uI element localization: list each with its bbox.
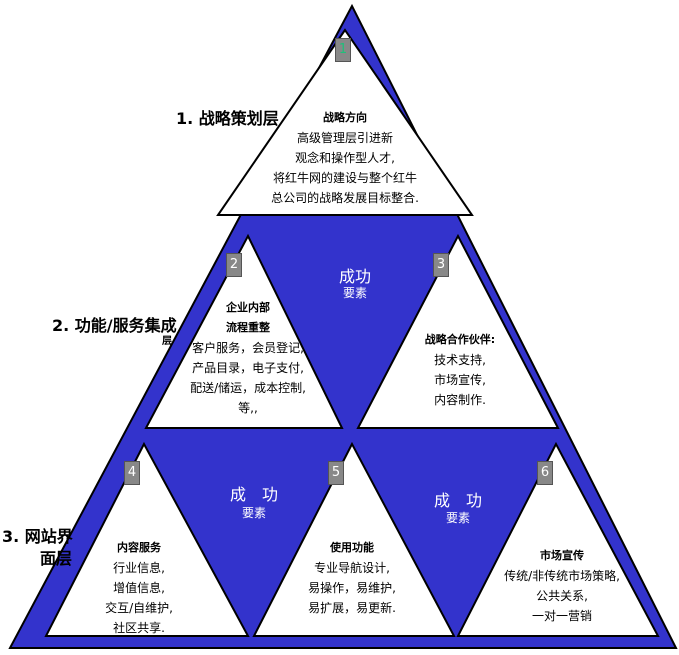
layer-label-2: 2. 功能/服务集成 xyxy=(52,316,177,335)
success-label-1: 成功 xyxy=(338,267,371,286)
block-1-text: 战略方向 高级管理层引进新 观念和操作型人才, 将红牛网的建设与整个红牛 总公司… xyxy=(270,108,420,208)
block-4-line-1: 行业信息, xyxy=(113,561,165,575)
block-6-line-3: 一对一营销 xyxy=(531,609,592,623)
layer-label-2-cont: 层 xyxy=(162,336,172,347)
layer-label-3: 3. 网站界 xyxy=(2,527,73,546)
block-3-line-1: 技术支持, xyxy=(434,353,486,367)
block-1-line-2: 观念和操作型人才, xyxy=(295,151,395,165)
block-4-line-2: 增值信息, xyxy=(113,581,165,595)
block-1-title: 战略方向 xyxy=(323,111,367,124)
block-3-line-3: 内容制作. xyxy=(434,393,486,407)
block-4-text: 内容服务 行业信息, 增值信息, 交互/自维护, 社区共享. xyxy=(84,538,194,636)
block-3-line-2: 市场宣传, xyxy=(434,373,486,387)
success-sub-2: 要素 xyxy=(241,506,266,520)
layer-label-1: 1. 战略策划层 xyxy=(176,109,279,128)
block-5-title: 使用功能 xyxy=(330,541,374,554)
block-1-line-4: 总公司的战略发展目标整合. xyxy=(271,191,419,205)
block-2-line-4: 等,, xyxy=(238,401,258,415)
block-6-title: 市场宣传 xyxy=(540,549,584,562)
inner-triangle-1 xyxy=(216,28,474,216)
block-2-line-3: 配送/储运，成本控制, xyxy=(190,381,306,395)
badge-2: 2 xyxy=(226,253,242,277)
success-sub-1: 要素 xyxy=(342,286,367,300)
badge-3: 3 xyxy=(433,253,449,277)
block-6-line-1: 传统/非传统市场策略, xyxy=(504,569,620,583)
success-label-3: 成 功 xyxy=(433,491,482,510)
block-3-text: 战略合作伙伴: 技术支持, 市场宣传, 内容制作. xyxy=(400,330,520,410)
block-2-text: 企业内部 流程重整 客户服务，会员登记, 产品目录，电子支付, 配送/储运，成本… xyxy=(183,298,313,424)
block-5-line-1: 专业导航设计, xyxy=(314,561,390,575)
inner-triangle-6 xyxy=(456,441,660,637)
block-1-line-3: 将红牛网的建设与整个红牛 xyxy=(272,171,417,185)
block-4-title: 内容服务 xyxy=(117,541,161,554)
badge-4: 4 xyxy=(124,461,140,485)
block-1-line-1: 高级管理层引进新 xyxy=(296,131,393,145)
badge-1: 1 xyxy=(335,38,351,62)
outer-triangle xyxy=(8,3,678,649)
block-4-line-4: 社区共享. xyxy=(113,621,165,635)
badge-5: 5 xyxy=(328,461,344,485)
badge-6: 6 xyxy=(537,461,553,485)
block-2-line-2: 产品目录，电子支付, xyxy=(192,361,304,375)
block-5-line-3: 易扩展，易更新. xyxy=(308,601,396,615)
inner-triangle-2 xyxy=(144,233,344,429)
block-2-line-1: 客户服务，会员登记, xyxy=(192,341,304,355)
block-2-title: 企业内部 xyxy=(226,301,270,314)
layer-label-3-cont: 面层 xyxy=(40,549,73,568)
success-label-2: 成 功 xyxy=(229,485,278,504)
block-4-line-3: 交互/自维护, xyxy=(105,601,173,615)
block-5-line-2: 易操作，易维护, xyxy=(308,581,396,595)
inner-triangle-4 xyxy=(44,441,250,637)
block-6-text: 市场宣传 传统/非传统市场策略, 公共关系, 一对一营销 xyxy=(494,546,630,626)
success-sub-3: 要素 xyxy=(445,511,470,525)
block-2-title-2: 流程重整 xyxy=(226,321,270,334)
inner-triangle-3 xyxy=(356,233,560,429)
block-3-title: 战略合作伙伴: xyxy=(424,333,496,346)
block-6-line-2: 公共关系, xyxy=(536,589,588,603)
inner-triangle-5 xyxy=(252,441,456,637)
block-5-text: 使用功能 专业导航设计, 易操作，易维护, 易扩展，易更新. xyxy=(290,538,414,618)
